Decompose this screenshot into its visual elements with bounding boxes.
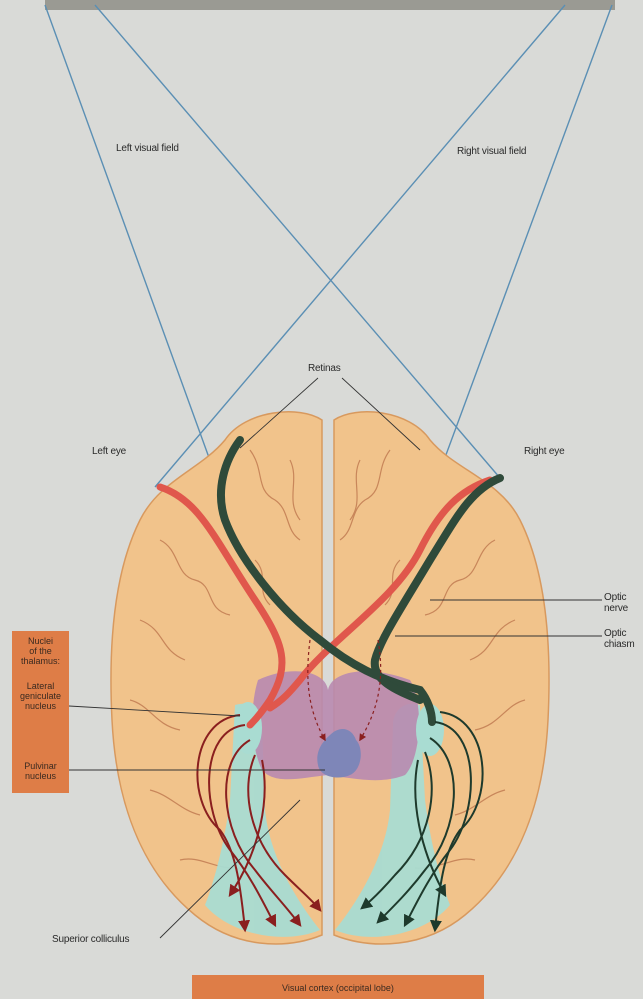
visual-cortex-bar: Visual cortex (occipital lobe)	[192, 975, 484, 999]
pulvinar-line2: nucleus	[12, 771, 69, 781]
nuclei-title: Nuclei of the thalamus:	[12, 636, 69, 666]
lgn-label: Lateral geniculate nucleus	[12, 681, 69, 711]
left-lgn	[234, 702, 262, 754]
pulvinar-label: Pulvinar nucleus	[12, 761, 69, 781]
optic-nerve-label: Optic nerve	[604, 592, 642, 614]
nuclei-title-line2: of the	[12, 646, 69, 656]
left-eye-label: Left eye	[92, 446, 126, 457]
lgn-line3: nucleus	[12, 701, 69, 711]
right-eye-label: Right eye	[524, 446, 564, 457]
retinas-label: Retinas	[308, 363, 341, 374]
right-visual-field-label: Right visual field	[457, 146, 526, 157]
lgn-line2: geniculate	[12, 691, 69, 701]
optic-chiasm-label: Optic chiasm	[604, 628, 642, 650]
nuclei-title-line3: thalamus:	[12, 656, 69, 666]
optic-nerve-line1: Optic	[604, 592, 642, 603]
lgn-line1: Lateral	[12, 681, 69, 691]
visual-field-lines	[45, 5, 612, 490]
pulvinar-line1: Pulvinar	[12, 761, 69, 771]
optic-chiasm-line2: chiasm	[604, 639, 642, 650]
visual-cortex-label: Visual cortex (occipital lobe)	[282, 983, 394, 993]
left-visual-field-label: Left visual field	[116, 143, 179, 154]
thalamus-nuclei-box: Nuclei of the thalamus: Lateral genicula…	[12, 631, 69, 793]
nuclei-title-line1: Nuclei	[12, 636, 69, 646]
top-image-strip	[45, 0, 615, 10]
optic-nerve-line2: nerve	[604, 603, 642, 614]
optic-chiasm-line1: Optic	[604, 628, 642, 639]
superior-colliculus-label: Superior colliculus	[52, 934, 129, 945]
